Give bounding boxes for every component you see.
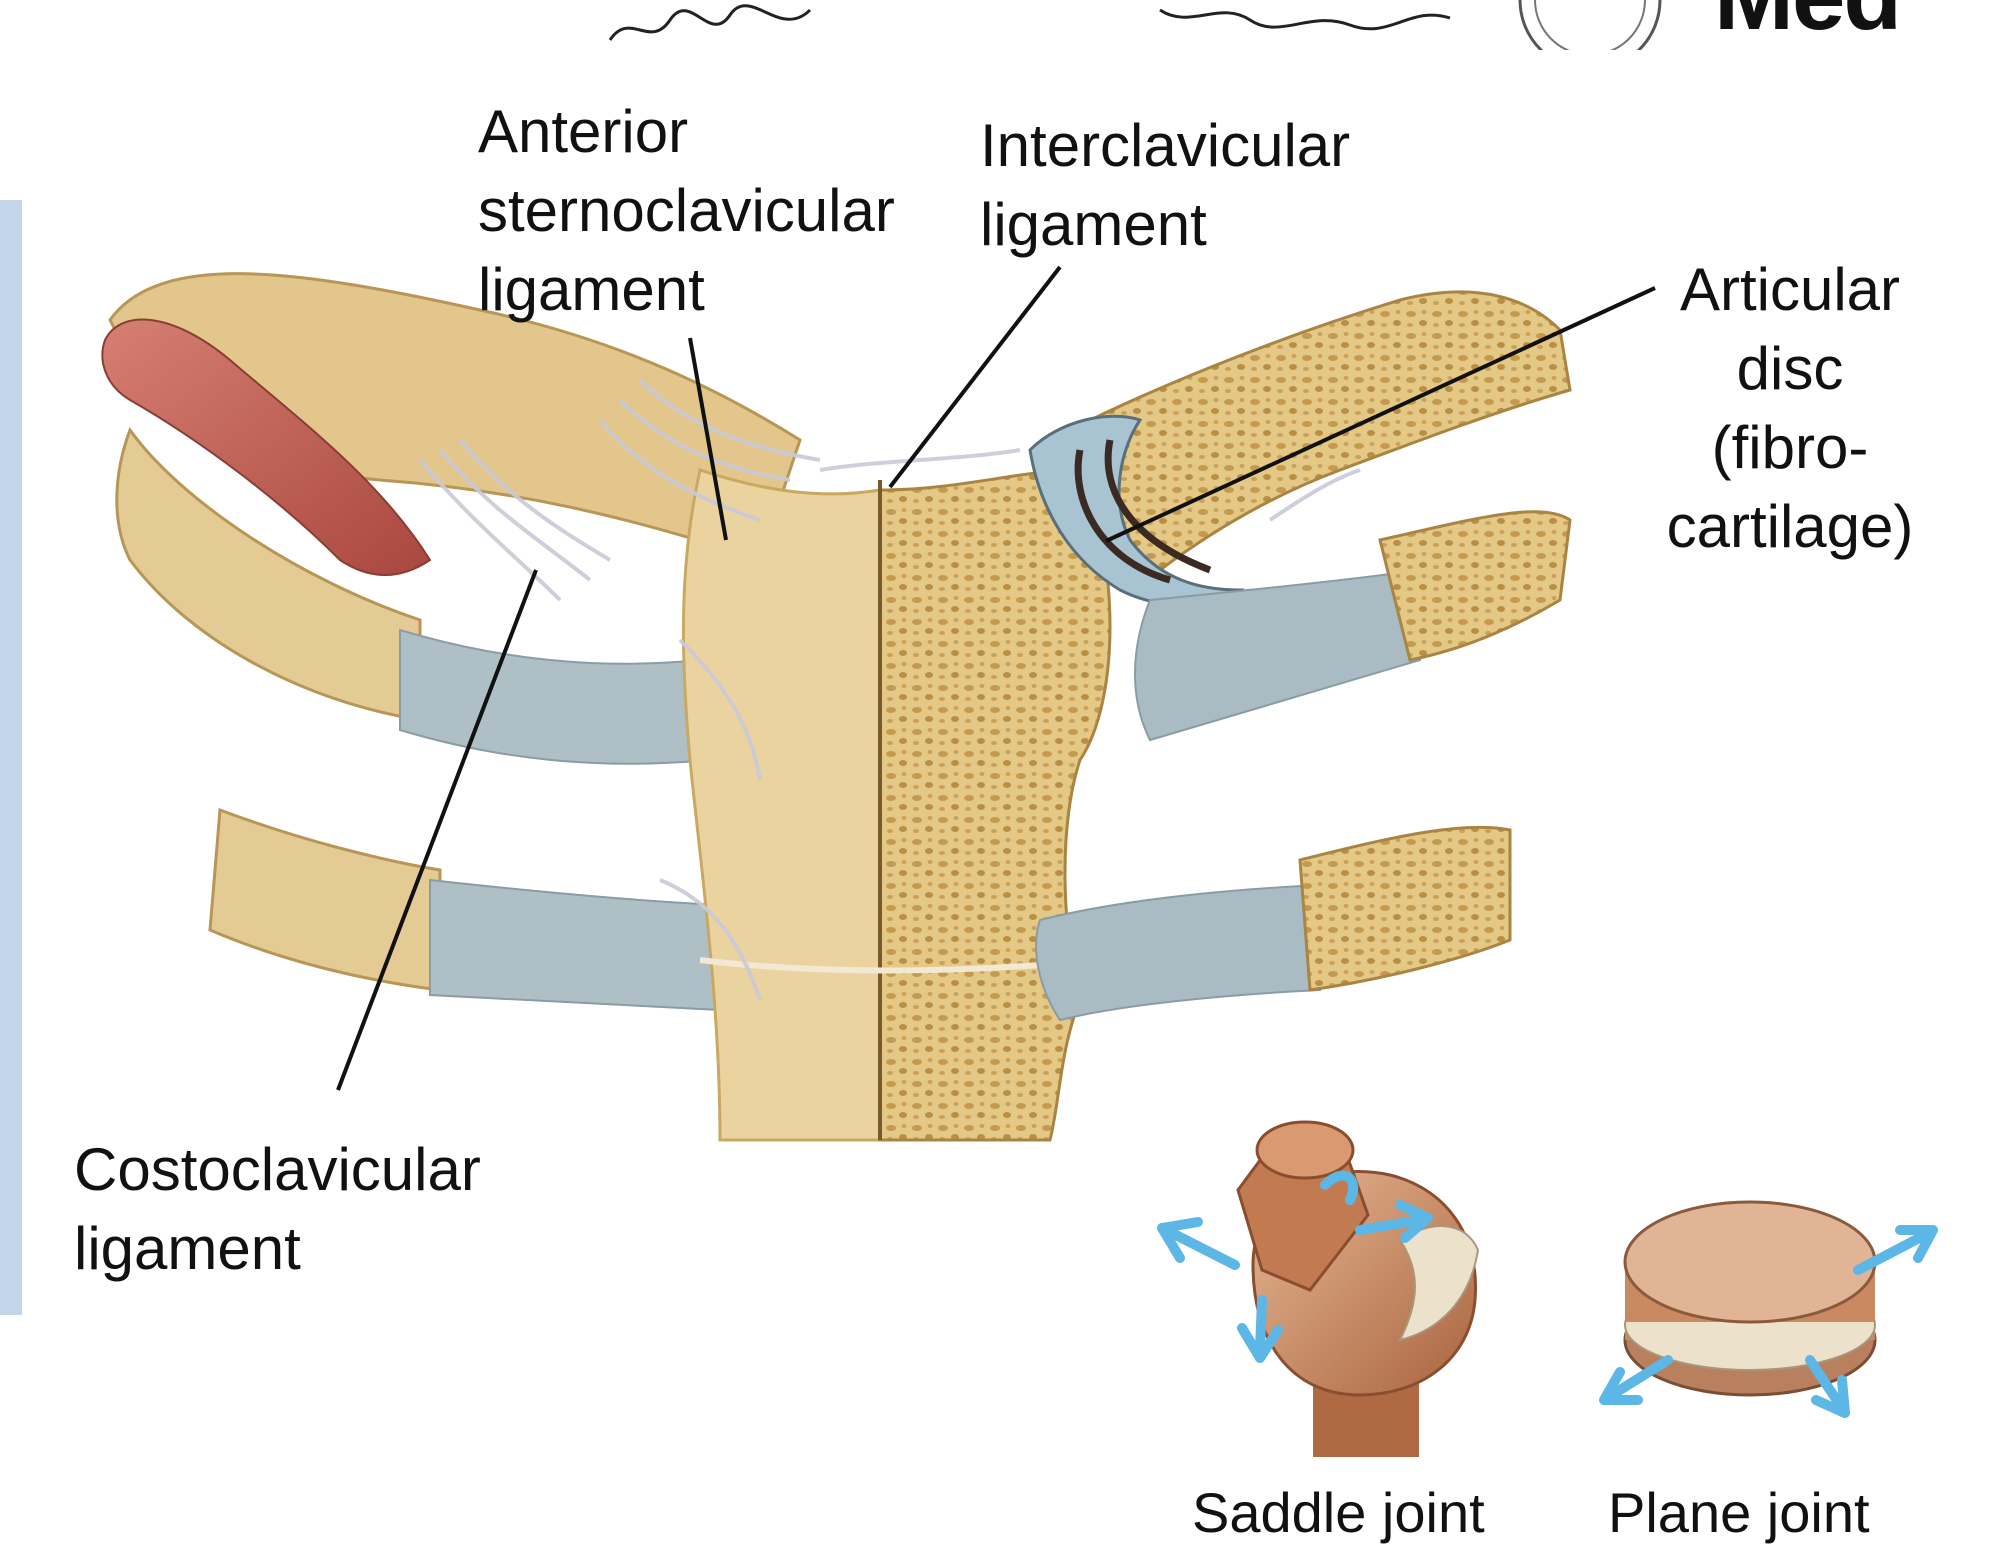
leader-costoclavicular: [336, 569, 538, 1091]
signature-mark-right: [1159, 8, 1451, 31]
saddle-joint-model: [1236, 1120, 1480, 1457]
label-costoclavicular-ligament: Costoclavicular ligament: [74, 1130, 481, 1288]
caption-plane-joint: Plane joint: [1608, 1481, 1870, 1544]
left-first-costal-cartilage: [399, 628, 712, 765]
leader-interclavicular: [888, 265, 1062, 489]
leader-anterior-sternoclavicular: [688, 337, 728, 541]
label-line: Interclavicular: [980, 112, 1351, 179]
articular-disc-line-2: [1104, 439, 1212, 574]
left-second-costal-cartilage: [429, 878, 721, 1012]
label-line: ligament: [478, 256, 705, 323]
right-first-rib: [1378, 510, 1572, 662]
articular-disc: [1028, 414, 1245, 607]
right-second-rib: [1298, 825, 1512, 992]
right-second-costal-cartilage: [1035, 883, 1321, 1022]
manubrium-left-surface: [681, 468, 882, 1142]
articular-disc-line-1: [1074, 449, 1171, 584]
left-second-rib: [208, 807, 442, 992]
caption-saddle-joint: Saddle joint: [1192, 1481, 1485, 1544]
saddle-joint-arrows: [1157, 1170, 1433, 1363]
label-interclavicular-ligament: Interclavicular ligament: [980, 106, 1350, 264]
manubriosternal-junction: [699, 957, 1041, 974]
left-first-rib: [115, 426, 422, 722]
ligament-fibers: [418, 378, 1361, 1001]
label-line: cartilage): [1666, 493, 1914, 560]
logo-text: Med: [1714, 0, 1902, 52]
label-line: Costoclavicular: [74, 1136, 481, 1203]
label-line: Anterior: [478, 98, 689, 165]
label-line: (fibro-: [1711, 414, 1869, 481]
slide-accent-bar: [0, 200, 22, 1315]
signature-mark-left: [608, 4, 812, 41]
plane-joint-arrows: [1599, 1225, 1938, 1418]
label-line: sternoclavicular: [478, 177, 895, 244]
manubrium-cut-section: [878, 468, 1112, 1142]
leader-articular-disc: [1105, 286, 1656, 543]
label-line: ligament: [74, 1215, 301, 1282]
label-line: Articular: [1679, 256, 1901, 323]
label-anterior-sternoclavicular-ligament: Anterior sternoclavicular ligament: [478, 92, 895, 329]
label-line: disc: [1736, 335, 1844, 402]
university-seal-icon: [1518, 0, 1662, 50]
subclavius-muscle: [101, 318, 432, 576]
label-articular-disc: Articular disc (fibro- cartilage): [1640, 250, 1940, 566]
label-line: ligament: [980, 191, 1207, 258]
right-first-costal-cartilage: [1134, 568, 1421, 742]
